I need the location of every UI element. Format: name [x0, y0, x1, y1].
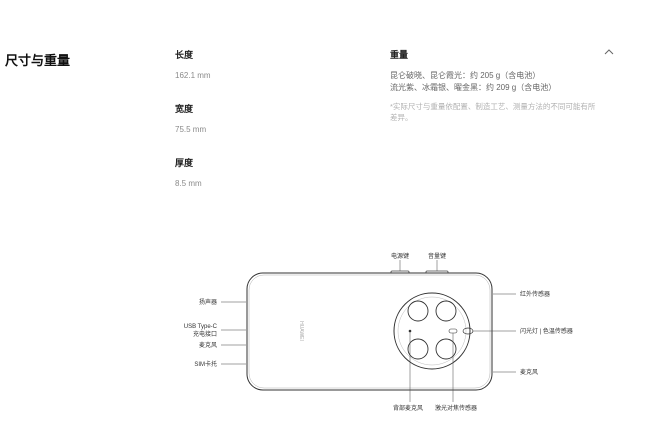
ir-sensor-label: 红外传感器	[520, 290, 550, 298]
camera-lens-3	[407, 338, 429, 360]
section-title: 尺寸与重量	[5, 53, 71, 68]
width-label: 宽度	[175, 104, 194, 114]
weight-line-2: 流光紫、冰霜银、曜金黑：约 209 g（含电池）	[390, 83, 557, 92]
usb-c-label: USB Type-C	[184, 324, 218, 330]
thickness-value: 8.5 mm	[175, 179, 202, 188]
mic-right-label: 麦克风	[520, 368, 538, 376]
back-mic-hole	[408, 329, 412, 333]
speaker-label: 扬声器	[199, 298, 217, 306]
volume-key-label: 音量键	[428, 252, 446, 260]
charging-port-label: 充电接口	[193, 330, 217, 338]
back-mic-label: 背部麦克风	[393, 404, 423, 412]
width-value: 75.5 mm	[175, 125, 207, 134]
chevron-up-icon[interactable]	[604, 47, 614, 57]
power-key-label: 电源键	[391, 252, 409, 260]
flash-label: 闪光灯 | 色温传感器	[520, 327, 573, 335]
weight-label: 重量	[390, 50, 409, 60]
thickness-label: 厚度	[175, 158, 194, 168]
length-label: 长度	[175, 50, 194, 60]
camera-lens-1	[407, 300, 429, 322]
brand-text: HUAWEI	[298, 321, 304, 341]
laser-focus-label: 激光对焦传感器	[435, 404, 477, 412]
camera-lens-4	[435, 338, 457, 360]
weight-line-1: 昆仑破晓、昆仑霞光：约 205 g（含电池）	[390, 71, 541, 80]
weight-note: *实际尺寸与重量依配置、制造工艺、测量方法的不同可能有所差异。	[390, 102, 596, 122]
length-value: 162.1 mm	[175, 71, 211, 80]
camera-lens-2	[435, 300, 457, 322]
sim-tray-label: SIM卡托	[194, 360, 217, 368]
camera-ring	[393, 292, 471, 370]
mic-bottom-label: 麦克风	[199, 341, 217, 349]
